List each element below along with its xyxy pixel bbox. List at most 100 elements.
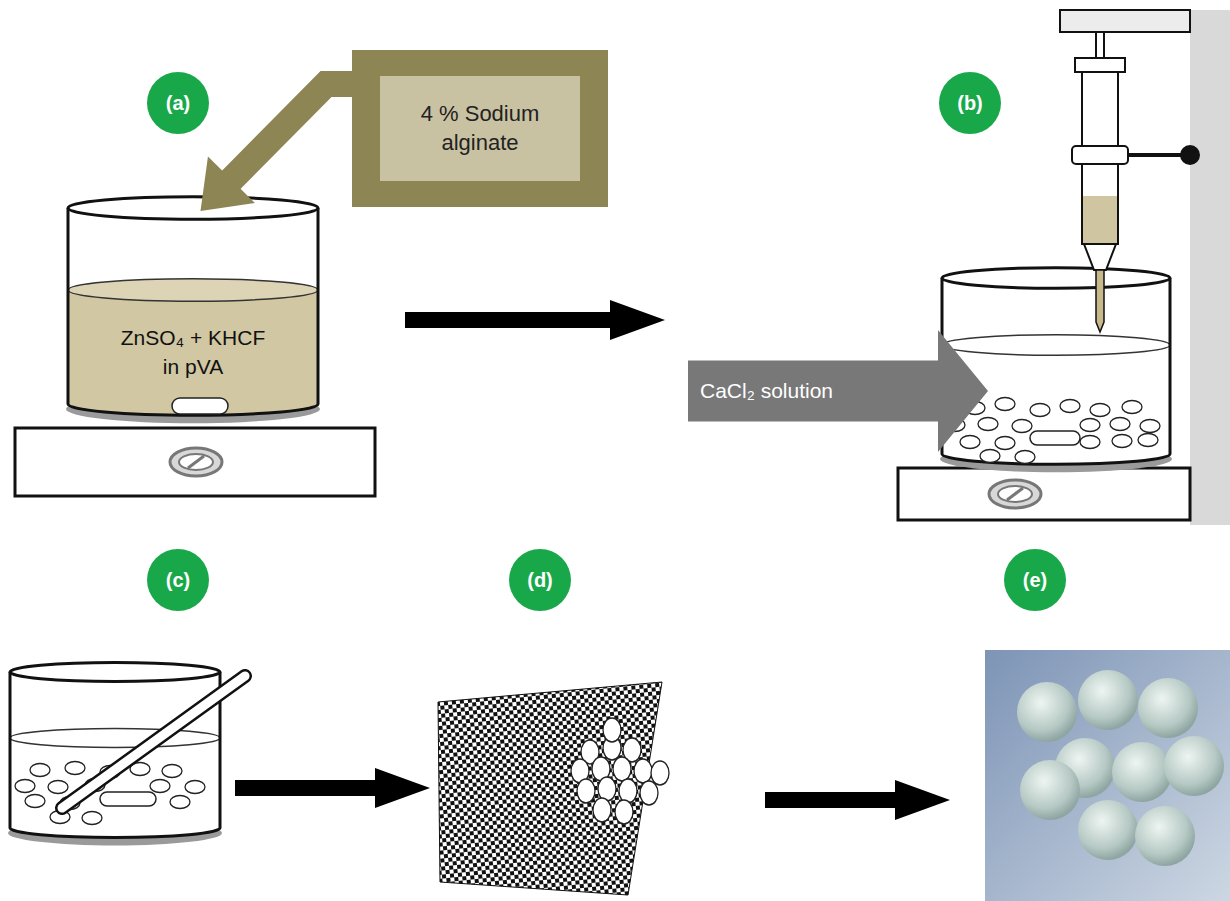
arrow-label: CaCl₂ solution bbox=[700, 379, 833, 403]
syringe-clamp bbox=[1072, 146, 1128, 164]
plate-body bbox=[898, 468, 1190, 520]
bead bbox=[593, 798, 611, 822]
bead bbox=[1122, 401, 1142, 414]
plate-knob-inner bbox=[998, 486, 1032, 502]
stir-bar bbox=[172, 398, 228, 414]
bead bbox=[634, 759, 652, 783]
bead bbox=[1140, 420, 1160, 433]
stand-pole bbox=[1190, 10, 1230, 525]
reagent-label: 4 % Sodium alginate bbox=[380, 76, 580, 181]
plate-body bbox=[15, 428, 375, 496]
beaker-rim bbox=[942, 268, 1170, 289]
bead bbox=[185, 781, 205, 794]
clamp-arm bbox=[1128, 153, 1185, 157]
bead bbox=[1012, 420, 1032, 433]
bead bbox=[995, 437, 1015, 450]
hydrogel-bead bbox=[1135, 806, 1195, 866]
hydrogel-bead bbox=[1017, 682, 1077, 742]
bead bbox=[640, 781, 658, 805]
beads bbox=[945, 398, 1160, 464]
bead bbox=[1015, 451, 1035, 464]
step-label-circle: (e) bbox=[1004, 549, 1066, 611]
step-arrow bbox=[405, 300, 665, 340]
flow-arrow bbox=[201, 84, 353, 211]
needle bbox=[1096, 270, 1104, 332]
bead bbox=[30, 764, 50, 777]
bead bbox=[1030, 404, 1050, 417]
liquid bbox=[68, 290, 318, 415]
step-label-circle: (b) bbox=[939, 72, 1001, 134]
beads bbox=[571, 718, 669, 824]
bead bbox=[65, 762, 85, 775]
liquid bbox=[10, 738, 220, 837]
stirring-rod bbox=[62, 676, 245, 808]
bead bbox=[1080, 419, 1100, 432]
plate-knob bbox=[989, 480, 1041, 508]
bead bbox=[978, 418, 998, 431]
stirring-rod-outline bbox=[62, 676, 245, 808]
step-label: (a) bbox=[166, 92, 190, 115]
step-arrow bbox=[235, 768, 430, 808]
flow-arrow-shaft bbox=[225, 84, 352, 186]
bead bbox=[1138, 434, 1158, 447]
arrow-body bbox=[688, 330, 988, 452]
plate-knob-mark bbox=[1007, 488, 1023, 500]
bead bbox=[48, 781, 68, 794]
bead bbox=[15, 780, 35, 793]
bead bbox=[1080, 436, 1100, 449]
beaker-wall bbox=[942, 278, 1170, 464]
step-label-circle: (d) bbox=[509, 549, 571, 611]
plate-knob-mark bbox=[188, 456, 204, 468]
bead bbox=[25, 795, 45, 808]
bead bbox=[577, 779, 595, 803]
syringe-pump bbox=[1060, 10, 1200, 332]
liquid-surface bbox=[10, 729, 220, 748]
stirrer-plate bbox=[898, 468, 1190, 520]
pump-head bbox=[1060, 10, 1190, 32]
beaker bbox=[8, 663, 222, 846]
bead bbox=[960, 436, 980, 449]
bead-photo bbox=[985, 650, 1230, 901]
bead bbox=[170, 796, 190, 809]
hydrogel-bead bbox=[1164, 736, 1224, 796]
stir-bar bbox=[100, 792, 156, 806]
step-label: (c) bbox=[166, 569, 190, 592]
stirrer-plate bbox=[15, 428, 375, 496]
syringe-tip bbox=[1084, 244, 1116, 270]
syringe-fluid bbox=[1083, 196, 1117, 243]
beaker-contents: ZnSO₄ + KHCF in pVA bbox=[68, 205, 318, 420]
step-label: (b) bbox=[957, 92, 983, 115]
reagent-box: 4 % Sodium alginate bbox=[352, 50, 608, 207]
step-label-circle: (a) bbox=[147, 72, 209, 134]
bead bbox=[619, 779, 637, 803]
bead bbox=[603, 718, 621, 742]
bead bbox=[1110, 418, 1130, 431]
clamp-knob bbox=[1180, 145, 1200, 165]
step-label-circle: (c) bbox=[147, 549, 209, 611]
hydrogel-bead bbox=[1078, 800, 1138, 860]
bead bbox=[995, 398, 1015, 411]
plate-knob-inner bbox=[179, 454, 213, 470]
beaker bbox=[940, 268, 1172, 473]
step-label: (d) bbox=[527, 569, 553, 592]
reagent-label: ZnSO₄ + KHCF in pVA bbox=[113, 323, 273, 382]
hydrogel-bead bbox=[1078, 670, 1138, 730]
liquid-surface bbox=[68, 279, 318, 302]
bead bbox=[1090, 404, 1110, 417]
liquid-surface bbox=[942, 335, 1170, 356]
step-arrow bbox=[765, 780, 950, 820]
beaker-rim bbox=[68, 197, 318, 220]
reagent-arrow: CaCl₂ solution bbox=[688, 330, 988, 452]
plunger-rod bbox=[1096, 32, 1104, 60]
bead bbox=[598, 777, 616, 801]
bead bbox=[1112, 435, 1132, 448]
bead bbox=[980, 450, 1000, 463]
filter-mesh bbox=[438, 682, 662, 895]
bead bbox=[613, 757, 631, 781]
beaker-wall bbox=[10, 672, 220, 837]
bead bbox=[150, 780, 170, 793]
bead bbox=[615, 800, 633, 824]
